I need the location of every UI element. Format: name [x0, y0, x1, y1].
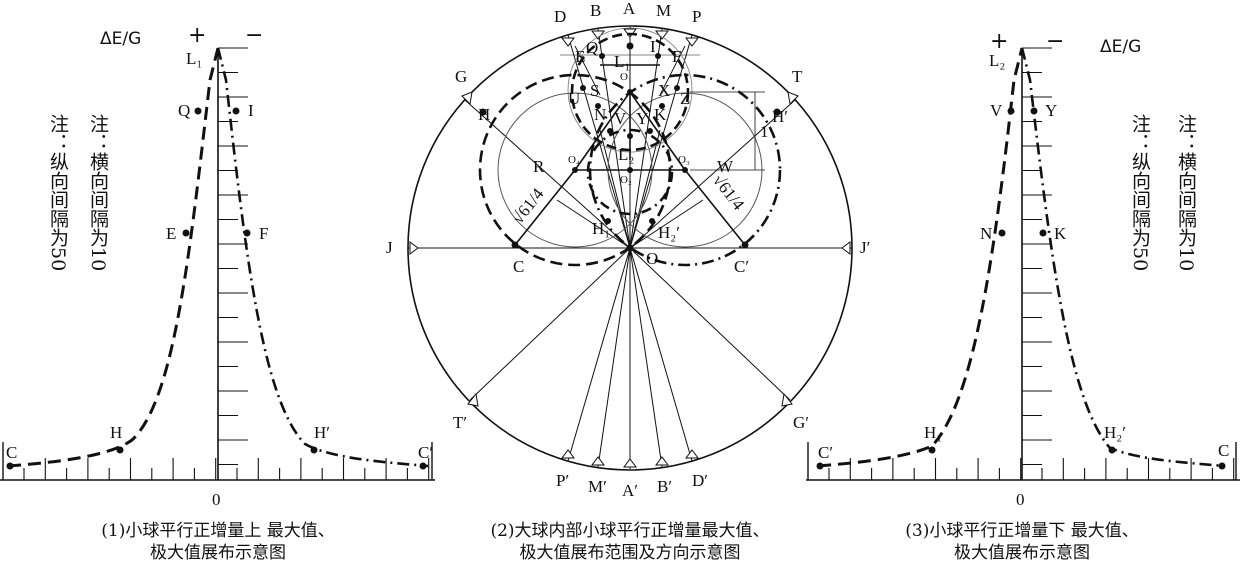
inner-label-S: S [590, 81, 599, 100]
rim-label-M-prime: M′ [588, 477, 607, 496]
left-point-H: H [110, 423, 122, 442]
right-point-K: K [1054, 224, 1067, 243]
dashdot-circle-middle [586, 128, 674, 216]
right-dashed-curve [817, 47, 1024, 468]
inner-label-C: C [513, 257, 524, 276]
right-zero-label: 0 [1016, 490, 1025, 509]
left-point-H-prime: H′ [314, 423, 330, 442]
right-point-C-prime: C′ [818, 443, 833, 462]
left-point-Q: Q [178, 101, 190, 120]
inner-label-V: V [614, 109, 627, 128]
rim-label-G: G [455, 67, 467, 86]
inner-label-W: W [717, 157, 734, 176]
left-panel: ΔE/G + − L₁ Q I E F H H′ C C′ 0 注：横向间隔为1… [0, 23, 435, 563]
left-minus-sign: − [245, 23, 263, 48]
inner-label-H2-prime: H₂′ [658, 223, 680, 242]
right-note-vertical-interval: 注：纵向间隔为50 [1129, 114, 1151, 271]
left-zero-label: 0 [212, 490, 221, 509]
left-peak-label: L₁ [186, 49, 202, 68]
inner-label-Y: Y [636, 109, 648, 128]
left-point-C-prime: C′ [418, 443, 433, 462]
left-dashed-curve [7, 47, 220, 468]
right-minus-sign: − [1046, 29, 1064, 54]
rim-label-P-prime: P′ [556, 471, 569, 490]
inner-label-F: F [672, 47, 681, 66]
inner-label-L2: L₂ [618, 145, 634, 164]
rim-label-P: P [692, 7, 701, 26]
inner-label-E: E [575, 47, 585, 66]
right-point-C: C [1218, 441, 1229, 460]
center-O4: O₄ [568, 154, 580, 166]
rim-label-D-prime: D′ [692, 471, 708, 490]
inner-label-H1: H₁ [592, 219, 610, 238]
inner-label-L1: L₁ [614, 52, 630, 71]
right-plus-sign: + [990, 29, 1008, 54]
rim-label-A: A [623, 0, 636, 18]
center-points [479, 42, 781, 252]
inner-label-H: H [478, 105, 490, 124]
rim-label-D: D [554, 7, 566, 26]
right-point-N: N [980, 224, 992, 243]
right-caption-line2: 极大值展布示意图 [954, 543, 1090, 563]
inner-label-Z: Z [680, 89, 690, 108]
rim-label-J: J [386, 238, 393, 257]
right-note-horizontal-interval: 注：横向间隔为10 [1175, 114, 1197, 271]
center-caption-line1: (2)大球内部小球平行正增量最大值、 [490, 521, 769, 541]
left-tick-marks [23, 47, 430, 480]
inner-label-H-prime: H′ [772, 107, 788, 126]
right-caption-line1: (3)小球平行正增量下 最大值、 [905, 521, 1138, 541]
left-note-vertical-interval: 注：纵向间隔为50 [47, 114, 69, 271]
center-caption-line2: 极大值展布范围及方向示意图 [520, 543, 741, 563]
inner-label-X: X [658, 81, 670, 100]
inner-label-I: I [650, 37, 656, 56]
right-peak-label: L₂ [989, 51, 1005, 70]
rim-label-G-prime: G′ [793, 413, 809, 432]
left-point-C: C [6, 443, 17, 462]
center-O3: O₃ [678, 154, 690, 166]
left-dashdot-curve [216, 47, 429, 468]
right-point-Y: Y [1045, 101, 1057, 120]
right-panel: ΔE/G + − L₂ V Y N K H₁ H₂′ C′ C 0 注：横向间隔… [806, 29, 1240, 563]
right-point-H1: H₁ [924, 423, 942, 442]
right-point-H2-prime: H₂′ [1104, 423, 1126, 442]
rim-label-J-prime: J′ [860, 238, 870, 257]
center-panel: D B A M P P′ M′ A′ B′ D′ G T J J′ T′ G′ … [386, 0, 870, 563]
left-point-I: I [248, 101, 254, 120]
rim-label-T: T [792, 67, 803, 86]
inner-label-K: K [654, 105, 667, 124]
rim-label-T-prime: T′ [453, 413, 467, 432]
left-plus-sign: + [188, 23, 206, 48]
right-point-V: V [990, 101, 1003, 120]
left-caption-line1: (1)小球平行正增量上 最大值、 [101, 521, 334, 541]
left-note-horizontal-interval: 注：横向间隔为10 [87, 114, 109, 271]
rim-label-B-prime: B′ [657, 477, 672, 496]
right-axis-title: ΔE/G [1100, 37, 1141, 57]
rim-label-A-prime: A′ [622, 481, 638, 500]
left-axis-title: ΔE/G [100, 29, 141, 49]
right-tick-marks [828, 47, 1235, 480]
left-caption-line2: 极大值展布示意图 [150, 543, 286, 563]
rim-label-B: B [590, 1, 601, 20]
inner-label-N: N [594, 105, 606, 124]
center-O1: O₁ [620, 71, 632, 83]
inner-label-U: U [568, 89, 580, 108]
radius-label-left: √61/4 [508, 184, 548, 227]
left-point-E: E [166, 224, 176, 243]
right-dashdot-curve [1020, 47, 1225, 468]
rim-label-M: M [656, 1, 671, 20]
center-O2: O₂ [620, 174, 632, 186]
radial-lines [464, 27, 796, 469]
inner-label-R: R [533, 157, 545, 176]
left-point-F: F [259, 224, 268, 243]
inner-label-O: O [646, 249, 658, 268]
inner-label-Q: Q [586, 38, 598, 57]
inner-label-C-prime: C′ [734, 257, 749, 276]
rim-markers [409, 28, 851, 468]
unit-length-label: 1 [760, 122, 769, 141]
